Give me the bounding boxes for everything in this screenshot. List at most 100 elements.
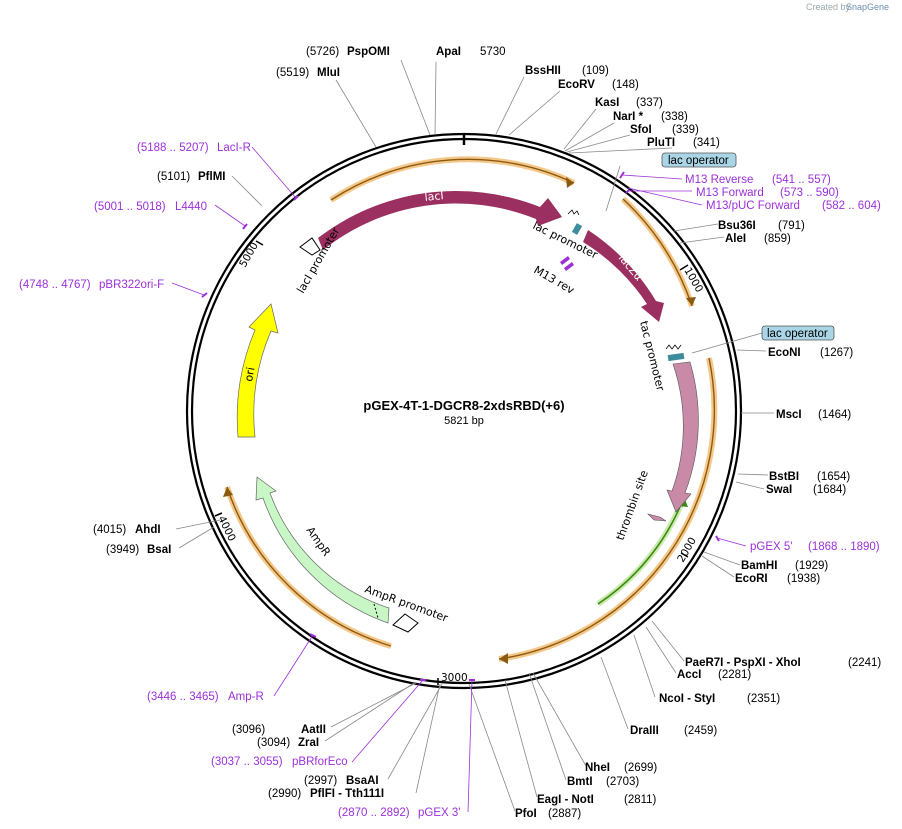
feature-tac-operator-mark[interactable] (667, 352, 685, 362)
lac-operator-box-1[interactable]: lac operator (661, 152, 737, 168)
site-ncoi-name: NcoI - StyI (659, 693, 715, 705)
feature-thrombin[interactable] (647, 513, 667, 522)
site-nari-pos: (338) (661, 111, 688, 123)
primer-pgex3-name: pGEX 3' (418, 807, 460, 819)
site-pfoi-pos: (2887) (548, 808, 581, 820)
site-paer7i-name: PaeR7I - PspXI - XhoI (685, 657, 801, 669)
primer-mark-m13-forward (625, 189, 630, 194)
primer-labels: (5188 .. 5207) LacI-R (5001 .. 5018) L44… (19, 142, 881, 819)
primer-m13-puc-forward-range: (582 .. 604) (822, 200, 881, 212)
feature-m13-rev-label: M13 rev (532, 263, 577, 297)
feature-tac-promoter-mark (665, 344, 682, 350)
site-leader-lines (175, 59, 774, 812)
site-bamhi-name: BamHI (741, 560, 777, 572)
primer-laci-r-name: LacI-R (217, 142, 251, 154)
tick-1000 (679, 264, 689, 271)
site-bsshii-pos: (109) (582, 65, 609, 77)
site-bstbi-name: BstBI (769, 471, 799, 483)
feature-laci[interactable] (318, 191, 562, 250)
site-ecori-name: EcoRI (735, 573, 768, 585)
feature-lacza[interactable] (583, 230, 664, 322)
feature-lac-promoter-mark (567, 209, 580, 216)
primer-leader-lines (171, 146, 747, 813)
site-bstbi-pos: (1654) (817, 471, 850, 483)
site-apai-pos: 5730 (480, 46, 506, 58)
orf-ampr (226, 486, 392, 647)
tick-5000 (255, 240, 264, 246)
tick-4000 (214, 512, 223, 517)
site-bsai-pos: (3949) (106, 544, 139, 556)
site-ecorv-pos: (148) (612, 79, 639, 91)
primer-m13-puc-forward-name: M13/pUC Forward (706, 200, 800, 212)
primer-pgex5-name: pGEX 5' (750, 541, 792, 553)
primer-pbrforeco-range: (3037 .. 3055) (211, 756, 283, 768)
feature-gst-label: GST (666, 408, 682, 432)
feature-gst[interactable] (666, 361, 699, 513)
site-bsaai-pos: (2997) (304, 775, 337, 787)
feature-laci-promoter[interactable] (299, 237, 321, 256)
site-econi-pos: (1267) (820, 347, 853, 359)
site-pspomi-name: PspOMI (347, 46, 390, 58)
feature-m13-rev-a[interactable] (560, 256, 570, 265)
site-pspomi-pos: (5726) (306, 46, 339, 58)
primer-pbr322ori-f-range: (4748 .. 4767) (19, 279, 91, 291)
site-bmti-name: BmtI (567, 776, 593, 788)
feature-m13-rev-b[interactable] (564, 262, 574, 271)
primer-l4440-range: (5001 .. 5018) (94, 201, 166, 213)
orf-ampr-head (223, 487, 233, 497)
site-sfoi-pos: (339) (672, 124, 699, 136)
site-nhei-name: NheI (585, 762, 610, 774)
site-ecori-pos: (1938) (787, 573, 820, 585)
primer-mark-l4440 (242, 223, 248, 230)
feature-thrombin-label: thrombin site (614, 468, 651, 542)
site-acci-pos: (2281) (718, 669, 751, 681)
plasmid-length: 5821 bp (444, 415, 484, 427)
lac-operator-box-2[interactable]: lac operator (761, 325, 835, 341)
site-msci-name: MscI (776, 409, 802, 421)
site-paer7i-pos: (2241) (848, 657, 881, 669)
feature-ampr-promoter[interactable] (392, 613, 419, 633)
orf-gst-fusion (498, 357, 716, 660)
plasmid-name: pGEX-4T-1-DGCR8-2xdsRBD(+6) (363, 398, 564, 413)
site-ecorv-name: EcoRV (558, 79, 595, 91)
site-ncoi-pos: (2351) (747, 693, 780, 705)
site-mlui-name: MluI (317, 67, 340, 79)
primer-m13-forward-range: (573 .. 590) (780, 187, 839, 199)
tick-2000 (680, 552, 689, 558)
site-pflfi-pos: (2990) (268, 788, 301, 800)
primer-laci-r-range: (5188 .. 5207) (137, 142, 209, 154)
credit-brand: SnapGene (846, 2, 889, 12)
site-bamhi-pos: (1929) (795, 560, 828, 572)
primer-pbrforeco-name: pBRforEco (292, 756, 348, 768)
orf-gst (597, 496, 685, 605)
feature-lac-operator-mark[interactable] (571, 223, 583, 235)
orf-laci-head (566, 177, 574, 188)
site-nari-name: NarI * (613, 111, 644, 123)
credit-prefix: Created by (806, 2, 851, 12)
orf-laci (330, 158, 575, 201)
feature-ampr-label: AmpR (304, 524, 334, 559)
orf-gst-fusion-head (499, 653, 508, 664)
feature-laci-promoter-label: lacI promoter (294, 225, 342, 296)
site-swai-name: SwaI (766, 484, 792, 496)
site-aatii-pos: (3096) (232, 724, 265, 736)
lac-operator-1-label: lac operator (668, 155, 729, 167)
site-apai-name: ApaI (436, 46, 461, 58)
site-acci-name: AccI (677, 669, 701, 681)
primer-pgex3-range: (2870 .. 2892) (338, 807, 410, 819)
site-eagi-pos: (2811) (624, 794, 657, 806)
site-bsaai-name: BsaAI (346, 775, 379, 787)
site-sfoi-name: SfoI (630, 124, 652, 136)
site-nhei-pos: (2699) (624, 762, 657, 774)
site-draiii-pos: (2459) (684, 725, 717, 737)
site-msci-pos: (1464) (818, 409, 851, 421)
feature-ori[interactable] (236, 303, 279, 438)
site-econi-name: EcoNI (768, 347, 801, 359)
site-pfoi-name: PfoI (515, 808, 537, 820)
site-pluti-pos: (341) (693, 137, 720, 149)
primer-l4440-name: L4440 (175, 201, 207, 213)
primer-ampr-range: (3446 .. 3465) (147, 691, 219, 703)
site-bmti-pos: (2703) (606, 776, 639, 788)
site-alei-name: AleI (725, 233, 746, 245)
